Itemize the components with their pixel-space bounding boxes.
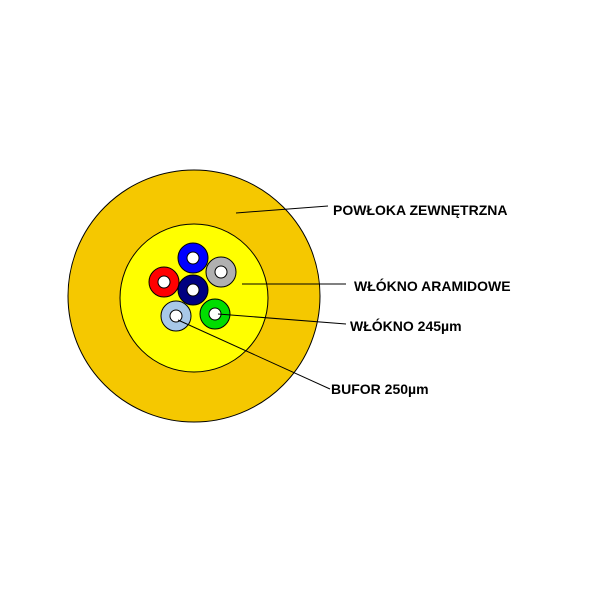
leader-lines: [177, 205, 347, 390]
fiber-core-gray: [214, 265, 228, 279]
fiber-core-navy: [186, 283, 200, 297]
leader-line-buffer: [177, 319, 331, 390]
label-fiber: WŁÓKNO 245µm: [350, 317, 462, 334]
label-outer-jacket: POWŁOKA ZEWNĘTRZNA: [333, 202, 507, 218]
fiber-bundle: [148, 242, 237, 332]
fiber-core-red: [157, 275, 171, 289]
leader-line-fiber: [217, 313, 347, 325]
leader-line-outer-jacket: [235, 205, 329, 214]
fiber-core-light-blue: [169, 309, 183, 323]
fiber-core-blue: [186, 251, 200, 265]
label-buffer: BUFOR 250µm: [331, 381, 429, 397]
label-aramid-fiber: WŁÓKNO ARAMIDOWE: [354, 277, 511, 294]
